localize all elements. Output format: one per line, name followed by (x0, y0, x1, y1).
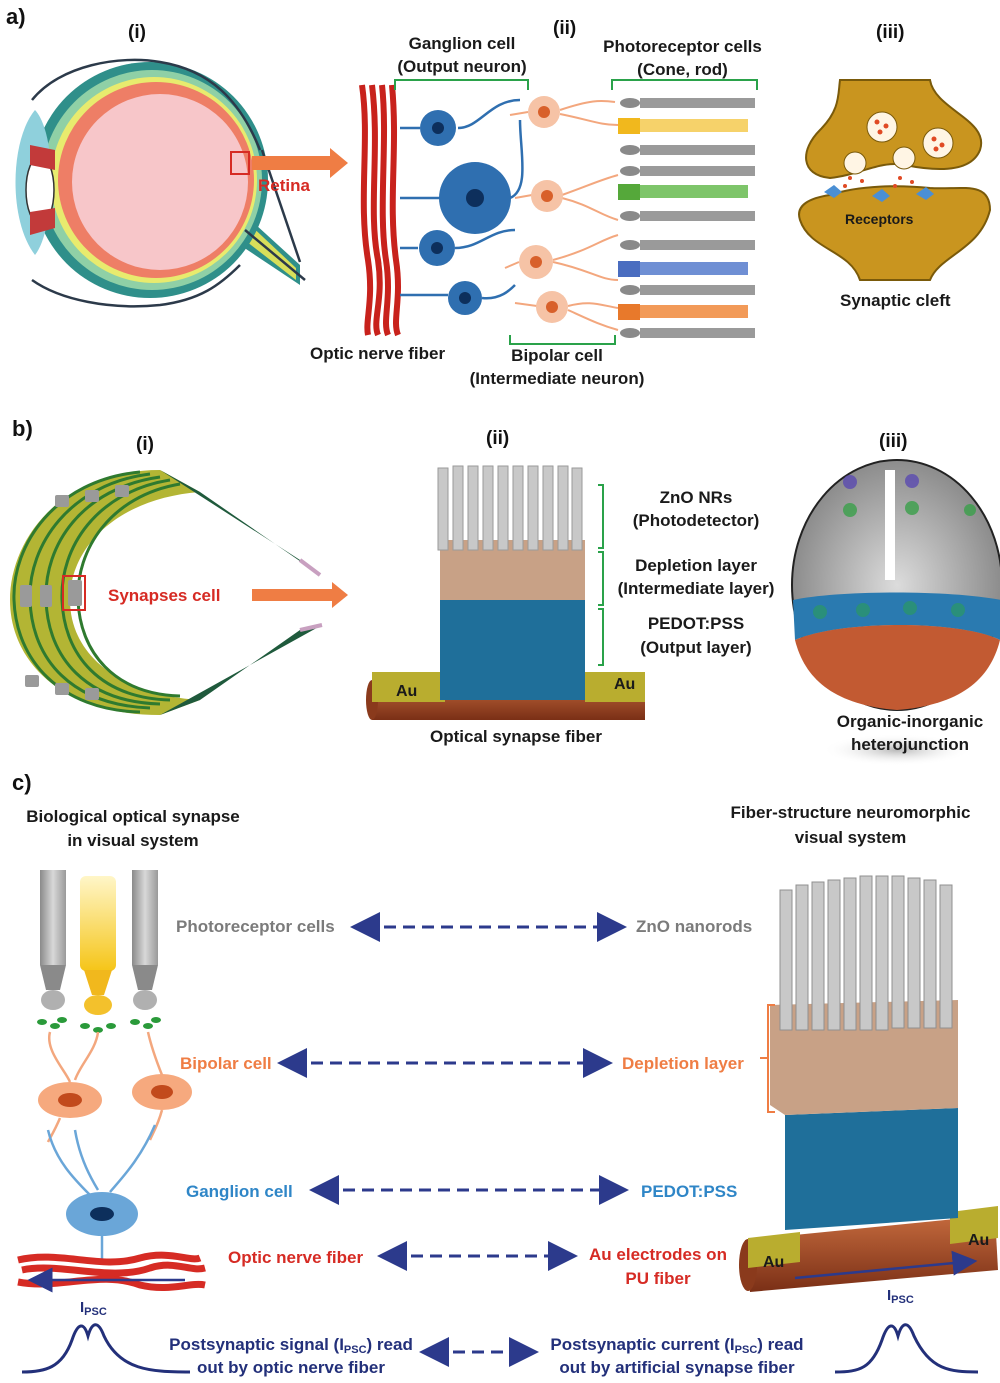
heterojunction-label-1: Organic-inorganic (836, 712, 984, 731)
photoreceptor-cells-label: Photoreceptor cells (176, 917, 335, 936)
panel-c-letter: c) (12, 770, 32, 795)
bipolar-cells (504, 96, 619, 331)
photoreceptor-label-2: (Cone, rod) (637, 60, 728, 79)
au-right-label-b: Au (614, 676, 636, 693)
bio-title-1: Biological optical synapse (26, 807, 240, 826)
synaptic-cleft-label: Synaptic cleft (840, 291, 951, 310)
bio-psc-pulse (21, 1323, 191, 1374)
post-left-line-2: out by optic nerve fiber (197, 1358, 385, 1377)
retina-brackets (394, 79, 758, 345)
au-electrodes-label-2: PU fiber (625, 1269, 691, 1288)
device-ipsc-label: IPSC (887, 1287, 914, 1306)
optic-nerve-label-c: Optic nerve fiber (228, 1248, 364, 1267)
heterojunction-zoom (791, 459, 1000, 766)
synapse-fiber-ring (10, 470, 323, 715)
panel-b-sub-iii: (iii) (879, 431, 908, 452)
depletion-label-1: Depletion layer (635, 556, 757, 575)
bio-ganglion-cell (46, 1124, 157, 1262)
zno-label-2: (Photodetector) (632, 511, 760, 530)
bio-ipsc-label: IPSC (80, 1299, 107, 1318)
au-electrodes-label-1: Au electrodes on (589, 1245, 727, 1264)
fiber-device-large (739, 875, 998, 1292)
correspondence-arrows (277, 912, 629, 1367)
synapses-cell-label: Synapses cell (108, 586, 221, 605)
depletion-layer-label-c: Depletion layer (622, 1054, 744, 1073)
retina-label: Retina (258, 176, 310, 195)
bio-title-2: in visual system (67, 831, 199, 850)
heterojunction-label-2: heterojunction (850, 735, 970, 754)
ring-to-device-arrow (252, 582, 348, 608)
au-left-label-c: Au (763, 1254, 785, 1271)
pedot-label-c: PEDOT:PSS (641, 1182, 738, 1201)
panel-a-letter: a) (6, 4, 26, 29)
fiber-title-2: visual system (794, 828, 907, 847)
bio-optic-nerve (17, 1251, 206, 1291)
panel-b-letter: b) (12, 416, 33, 441)
receptors-label: Receptors (845, 211, 914, 227)
ganglion-cell-label-c: Ganglion cell (186, 1182, 293, 1201)
panel-a-sub-ii: (ii) (553, 18, 577, 39)
device-psc-pulse (834, 1323, 979, 1374)
device-stack (366, 465, 645, 720)
au-left-label-b: Au (396, 683, 418, 700)
pedot-label-2: (Output layer) (640, 638, 752, 657)
photoreceptor-label-1: Photoreceptor cells (603, 37, 762, 56)
post-right-line-1: Postsynaptic current (IPSC) read (550, 1335, 804, 1356)
synapse-illustration (798, 79, 992, 281)
photoreceptor-cells (618, 98, 755, 338)
bio-photoreceptors (37, 870, 161, 1033)
panel-a-sub-i: (i) (128, 22, 146, 43)
ganglion-label-1: Ganglion cell (408, 34, 516, 53)
depletion-label-2: (Intermediate layer) (617, 579, 775, 598)
ganglion-label-2: (Output neuron) (397, 57, 527, 76)
post-right-line-2: out by artificial synapse fiber (559, 1358, 795, 1377)
panel-b-sub-i: (i) (136, 434, 154, 455)
bipolar-label-2: (Intermediate neuron) (469, 369, 645, 388)
au-right-label-c: Au (968, 1232, 990, 1249)
pedot-label-1: PEDOT:PSS (647, 614, 745, 633)
optic-nerve-fibers (359, 84, 401, 337)
eye-to-retina-arrow (252, 148, 348, 178)
panel-b-sub-ii: (ii) (486, 428, 510, 449)
panel-a-sub-iii: (iii) (876, 22, 905, 43)
fiber-title-1: Fiber-structure neuromorphic (730, 803, 971, 822)
bipolar-cell-label-c: Bipolar cell (180, 1054, 272, 1073)
bio-bipolar-cells (38, 1031, 192, 1143)
optical-synapse-fiber-label: Optical synapse fiber (430, 727, 602, 746)
bipolar-label-1: Bipolar cell (511, 346, 603, 365)
post-left-line-1: Postsynaptic signal (IPSC) read (169, 1335, 413, 1356)
zno-label-1: ZnO NRs (659, 488, 733, 507)
optic-nerve-label: Optic nerve fiber (310, 344, 446, 363)
zno-nanorods-label: ZnO nanorods (636, 917, 753, 936)
eye-illustration (15, 58, 306, 308)
ganglion-cells (400, 98, 524, 315)
